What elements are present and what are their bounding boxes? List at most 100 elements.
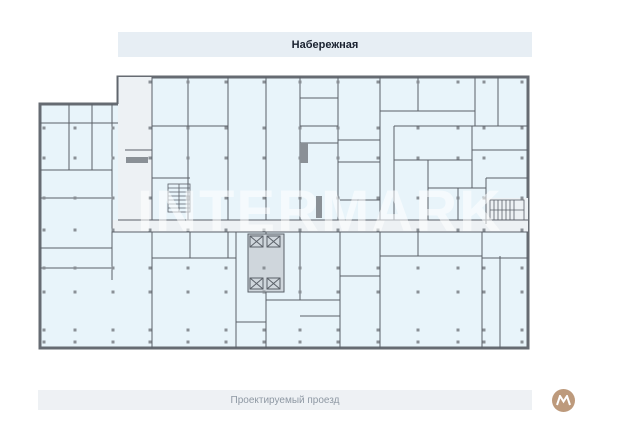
- column: [416, 266, 420, 270]
- column: [376, 196, 380, 200]
- column: [224, 290, 228, 294]
- column: [148, 340, 152, 344]
- column: [42, 340, 46, 344]
- column: [336, 196, 340, 200]
- column: [376, 126, 380, 130]
- column: [148, 266, 152, 270]
- column: [42, 228, 46, 232]
- shaft: [316, 196, 322, 218]
- street-label-top: Набережная: [118, 32, 532, 57]
- column: [298, 340, 302, 344]
- column: [148, 290, 152, 294]
- column: [262, 228, 266, 232]
- column: [482, 228, 486, 232]
- column: [520, 228, 524, 232]
- column: [224, 266, 228, 270]
- column: [336, 228, 340, 232]
- column: [416, 228, 420, 232]
- column: [262, 266, 266, 270]
- column: [456, 156, 460, 160]
- column: [298, 328, 302, 332]
- column: [186, 290, 190, 294]
- column: [262, 80, 266, 84]
- floor-area: [38, 75, 530, 350]
- column: [224, 328, 228, 332]
- column: [456, 196, 460, 200]
- column: [186, 328, 190, 332]
- column: [298, 156, 302, 160]
- column: [482, 196, 486, 200]
- column: [482, 340, 486, 344]
- stairs-icon: [167, 183, 191, 213]
- column: [73, 156, 77, 160]
- column: [262, 126, 266, 130]
- column: [262, 290, 266, 294]
- column: [42, 290, 46, 294]
- column: [42, 126, 46, 130]
- column: [42, 266, 46, 270]
- column: [224, 156, 228, 160]
- column: [262, 196, 266, 200]
- column: [456, 290, 460, 294]
- column: [298, 196, 302, 200]
- column: [482, 80, 486, 84]
- column: [416, 340, 420, 344]
- column: [336, 340, 340, 344]
- column: [42, 156, 46, 160]
- column: [520, 156, 524, 160]
- column: [298, 290, 302, 294]
- column: [262, 328, 266, 332]
- metro-m-glyph: [556, 395, 571, 406]
- column: [262, 340, 266, 344]
- column: [73, 340, 77, 344]
- column: [456, 266, 460, 270]
- column: [111, 340, 115, 344]
- column: [111, 328, 115, 332]
- column: [186, 156, 190, 160]
- column: [456, 80, 460, 84]
- column: [416, 126, 420, 130]
- corridor-main: [112, 220, 528, 232]
- column: [111, 290, 115, 294]
- column: [336, 126, 340, 130]
- street-label-bottom: Проектируемый проезд: [38, 390, 532, 410]
- column: [520, 340, 524, 344]
- column: [186, 80, 190, 84]
- column: [456, 228, 460, 232]
- column: [73, 290, 77, 294]
- elevator-icon: [249, 235, 281, 290]
- column: [416, 328, 420, 332]
- column: [148, 80, 152, 84]
- column: [336, 156, 340, 160]
- column: [73, 228, 77, 232]
- column: [186, 266, 190, 270]
- column: [148, 328, 152, 332]
- column: [376, 266, 380, 270]
- shaft: [300, 143, 308, 163]
- column: [456, 126, 460, 130]
- column: [336, 266, 340, 270]
- column: [520, 80, 524, 84]
- column: [224, 80, 228, 84]
- column: [42, 328, 46, 332]
- column: [111, 196, 115, 200]
- column: [376, 290, 380, 294]
- shaft: [126, 157, 148, 163]
- column: [186, 340, 190, 344]
- column: [224, 126, 228, 130]
- metro-icon: [552, 389, 575, 412]
- column: [520, 126, 524, 130]
- column: [298, 126, 302, 130]
- column: [298, 80, 302, 84]
- street-name-proektiruemy: Проектируемый проезд: [230, 394, 340, 406]
- column: [148, 126, 152, 130]
- building-core: [247, 233, 285, 293]
- column: [456, 328, 460, 332]
- column: [148, 196, 152, 200]
- column: [482, 328, 486, 332]
- column: [73, 126, 77, 130]
- column: [416, 290, 420, 294]
- column: [376, 156, 380, 160]
- column: [298, 266, 302, 270]
